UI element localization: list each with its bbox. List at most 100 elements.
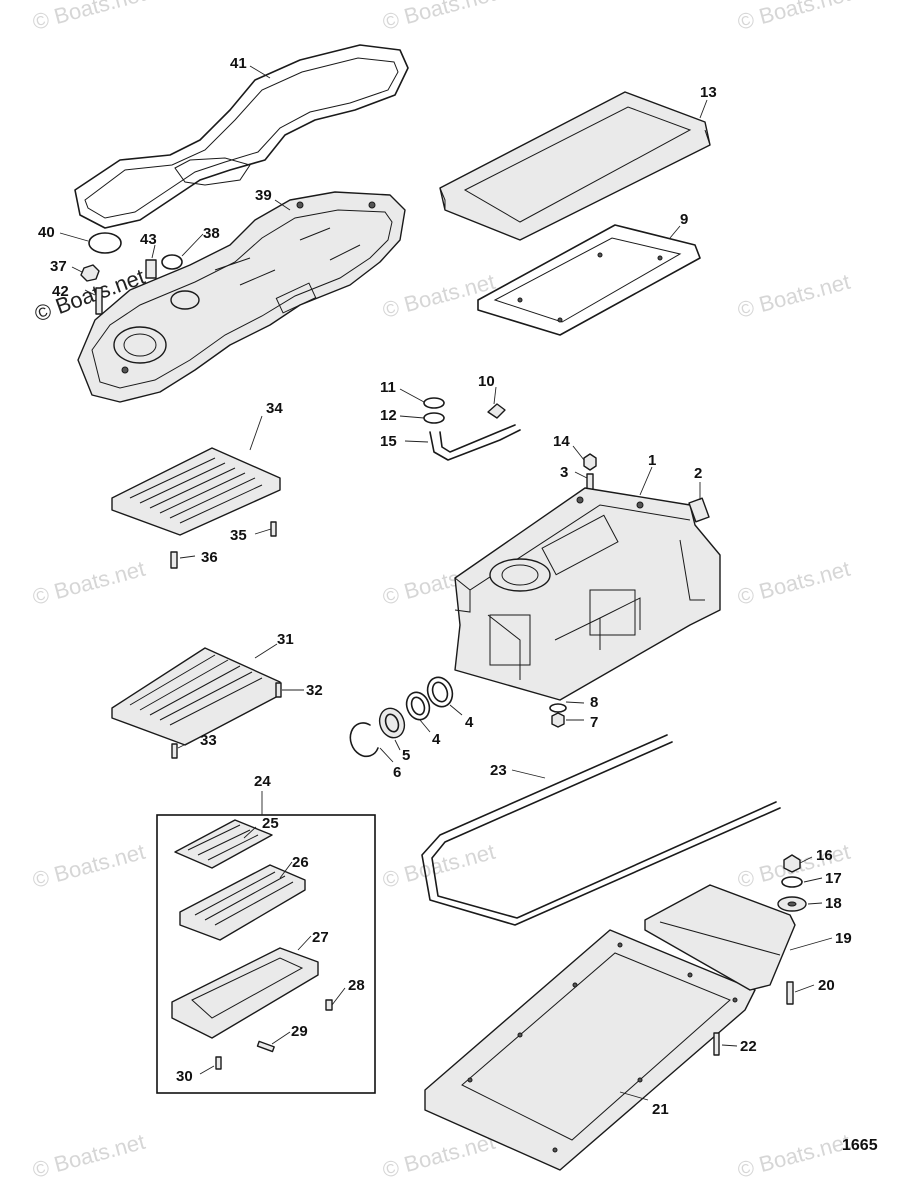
part-36-screw (170, 551, 178, 569)
callout-41: 41 (230, 55, 247, 72)
part-33-screw (171, 743, 178, 759)
leader-lines (59, 65, 833, 1101)
part-30 (215, 1056, 222, 1070)
watermark: © Boats.net (30, 839, 148, 893)
callout-36: 36 (201, 549, 218, 566)
callout-40: 40 (38, 224, 55, 241)
callout-27: 27 (312, 929, 329, 946)
watermark: © Boats.net (380, 0, 498, 35)
part-21-large-plate (424, 929, 756, 1171)
part-9-gasket (477, 224, 701, 336)
part-40-o-ring (88, 232, 122, 254)
callout-14: 14 (553, 433, 570, 450)
part-29 (256, 1040, 275, 1053)
watermark: © Boats.net (380, 1129, 498, 1183)
part-43-fitting (145, 259, 157, 279)
callout-21: 21 (652, 1101, 669, 1118)
callout-13: 13 (700, 84, 717, 101)
callout-20: 20 (818, 977, 835, 994)
part-32-screw (275, 682, 282, 698)
callout-23: 23 (490, 762, 507, 779)
watermark: © Boats.net (380, 269, 498, 323)
part-6-snap-ring (349, 722, 379, 758)
callout-22: 22 (740, 1038, 757, 1055)
callout-39: 39 (255, 187, 272, 204)
callout-17: 17 (825, 870, 842, 887)
screws-32-33 (171, 682, 282, 759)
callout-6: 6 (393, 764, 401, 781)
callout-28: 28 (348, 977, 365, 994)
watermark: © Boats.net (735, 1129, 853, 1183)
part-38-o-ring (161, 254, 183, 270)
callout-42: 42 (52, 283, 69, 300)
part-11-o-ring (423, 397, 445, 409)
callout-24: 24 (254, 773, 271, 790)
part-41-gasket (74, 44, 409, 229)
watermark: © Boats.net (380, 839, 498, 893)
watermark: © Boats.net (735, 0, 853, 35)
part-28 (325, 999, 333, 1011)
callout-1: 1 (648, 452, 656, 469)
callouts: 41 13 9 39 40 43 38 37 42 10 11 12 15 14… (38, 55, 878, 1154)
callout-10: 10 (478, 373, 495, 390)
part-22-screw (713, 1032, 720, 1056)
callout-18: 18 (825, 895, 842, 912)
part-34-plate (111, 447, 281, 536)
bearing-seals (349, 676, 454, 758)
part-14-nut (583, 453, 597, 471)
watermark: © Boats.net (30, 1129, 148, 1183)
hose-assembly (423, 397, 521, 461)
callout-33: 33 (200, 732, 217, 749)
part-20-screw (786, 981, 794, 1005)
part-12-o-ring (423, 412, 445, 424)
part-1-main-housing (454, 487, 721, 701)
washers-7-8 (549, 703, 567, 728)
part-17-washer (781, 876, 803, 888)
hardware-right (713, 854, 807, 1056)
callout-30: 30 (176, 1068, 193, 1085)
callout-26: 26 (292, 854, 309, 871)
callout-5: 5 (402, 747, 410, 764)
part-35-screw (270, 521, 277, 537)
part-31-plate (111, 647, 281, 746)
part-8-washer (549, 703, 567, 713)
callout-19: 19 (835, 930, 852, 947)
figure-number: 1665 (842, 1137, 878, 1154)
callout-32: 32 (306, 682, 323, 699)
part-39-housing-cover (77, 191, 406, 403)
part-7-nut (551, 712, 565, 728)
callout-34: 34 (266, 400, 283, 417)
watermark: © Boats.net (30, 0, 148, 35)
callout-2: 2 (694, 465, 702, 482)
watermark: © Boats.net (735, 269, 853, 323)
kit-contents (171, 819, 333, 1070)
part-25 (174, 819, 273, 869)
callout-31: 31 (277, 631, 294, 648)
part-26 (179, 864, 306, 941)
callout-16: 16 (816, 847, 833, 864)
callout-11: 11 (380, 379, 396, 396)
part-4-seal (426, 676, 454, 708)
callout-12: 12 (380, 407, 397, 424)
callout-43: 43 (140, 231, 157, 248)
callout-3: 3 (560, 464, 568, 481)
part-10-fitting (487, 403, 506, 419)
watermark: © Boats.net (735, 556, 853, 610)
callout-25: 25 (262, 815, 279, 832)
part-5-bearing (378, 707, 406, 739)
part-13-cover-frame (439, 91, 711, 241)
callout-9: 9 (680, 211, 688, 228)
watermark: © Boats.net (30, 556, 148, 610)
callout-38: 38 (203, 225, 220, 242)
callout-8: 8 (590, 694, 598, 711)
callout-35: 35 (230, 527, 247, 544)
part-42-stud (95, 287, 103, 315)
callout-37: 37 (50, 258, 67, 275)
kit-box-24 (156, 814, 376, 1094)
part-19-plate (644, 884, 796, 991)
part-2-fitting (688, 497, 710, 523)
small-parts-left-top (80, 232, 183, 315)
callout-4: 4 (465, 714, 474, 731)
callout-4: 4 (432, 731, 441, 748)
